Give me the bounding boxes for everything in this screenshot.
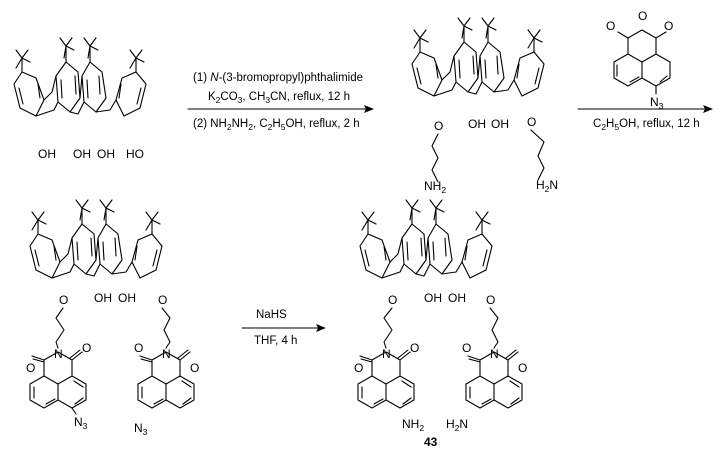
compound-number: 43 — [424, 435, 438, 449]
oh-label-1: OH — [38, 147, 56, 161]
oh-label-7: OH — [94, 291, 112, 305]
o-label-left: O — [434, 119, 443, 133]
svg-text:O: O — [638, 9, 647, 23]
svg-text:N: N — [162, 347, 171, 361]
h2n-label-43: H2N — [446, 417, 468, 433]
o-label-right: O — [527, 115, 536, 129]
nahs-label: NaHS — [256, 309, 287, 321]
svg-text:O: O — [354, 361, 363, 375]
calixarene-diamine: OH OH O O NH2 H2N — [411, 17, 558, 195]
oh-label-3: OH — [97, 147, 115, 161]
svg-text:O: O — [26, 361, 35, 375]
n3-label-left: N3 — [74, 415, 88, 431]
svg-text:O: O — [518, 361, 527, 375]
oh-label-9: OH — [424, 291, 442, 305]
svg-text:(1) N-(3-bromopropyl)phthalimi: (1) N-(3-bromopropyl)phthalimide — [193, 72, 363, 84]
svg-text:K2CO3, CH3CN, reflux, 12 h: K2CO3, CH3CN, reflux, 12 h — [208, 91, 350, 105]
reaction-arrow-1: (1) N-(3-bromopropyl)phthalimide K2CO3, … — [187, 72, 374, 132]
svg-text:O: O — [158, 293, 167, 307]
oh-label-2: OH — [73, 147, 91, 161]
oh-label-5: OH — [468, 117, 486, 131]
svg-text:N: N — [54, 347, 63, 361]
svg-text:N: N — [382, 347, 391, 361]
nh2-label: NH2 — [424, 179, 446, 195]
svg-text:O: O — [462, 341, 471, 355]
reaction-arrow-3: NaHS THF, 4 h — [241, 309, 326, 347]
compound-43: OH OH O O N N O O O O NH2 H2N 43 — [354, 199, 527, 449]
calixarene-bis-azide: OH OH O O N N O O O O N3 N3 — [26, 199, 199, 437]
svg-text:O: O — [664, 19, 673, 33]
svg-text:O: O — [134, 341, 143, 355]
svg-text:C2H5OH, reflux, 12 h: C2H5OH, reflux, 12 h — [593, 118, 700, 132]
svg-text:O: O — [486, 293, 495, 307]
svg-text:O: O — [388, 293, 397, 307]
nh2-label-43: NH2 — [402, 417, 424, 433]
thf-label: THF, 4 h — [254, 335, 297, 347]
calixarene-starting-material: OH OH OH HO — [13, 37, 147, 161]
reaction-arrow-2: C2H5OH, reflux, 12 h — [577, 105, 713, 132]
svg-text:O: O — [82, 341, 91, 355]
svg-text:O: O — [59, 293, 68, 307]
svg-text:O: O — [606, 19, 615, 33]
svg-text:(2) NH2NH2, C2H5OH, reflux, 2: (2) NH2NH2, C2H5OH, reflux, 2 h — [193, 118, 360, 132]
oh-label-10: OH — [448, 291, 466, 305]
oh-label-8: OH — [118, 291, 136, 305]
oh-label-6: OH — [491, 117, 509, 131]
azido-naphthalic-anhydride: O O O N3 — [606, 9, 673, 111]
n3-label-right: N3 — [134, 421, 148, 437]
svg-text:O: O — [410, 341, 419, 355]
svg-text:O: O — [190, 361, 199, 375]
svg-text:N: N — [490, 347, 499, 361]
ho-label-4: HO — [126, 147, 144, 161]
h2n-label: H2N — [536, 178, 558, 194]
